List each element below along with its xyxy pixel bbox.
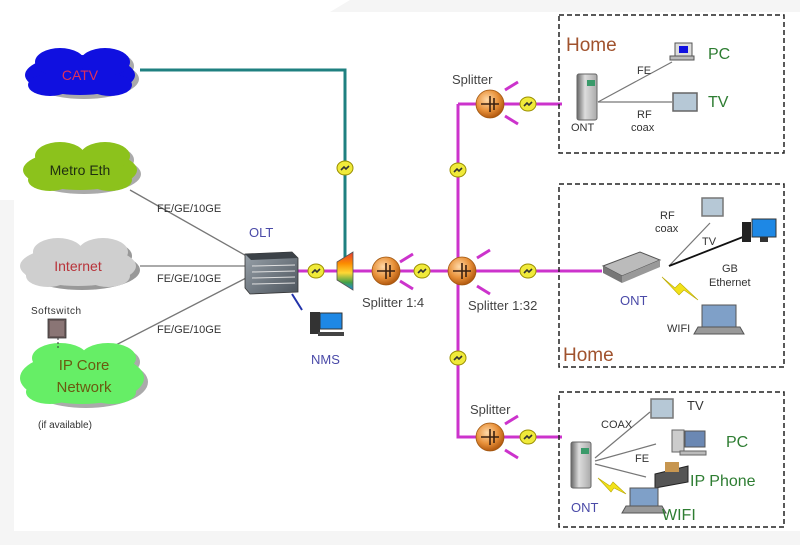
home-3-box xyxy=(558,391,785,528)
olt-chassis-icon xyxy=(244,251,299,295)
fiber-connector-icon xyxy=(519,263,537,279)
home-3-laptop-icon xyxy=(621,487,667,514)
internet-cloud: Internet xyxy=(20,238,140,290)
splitter-icon xyxy=(475,422,505,452)
softswitch-icon xyxy=(47,318,67,339)
home-3-pc-label: PC xyxy=(726,434,748,451)
home-3-coax-label: COAX xyxy=(601,419,633,431)
home-1-fe-label: FE xyxy=(637,65,651,77)
home-2-coax-label: coax xyxy=(655,223,679,235)
splitter-1-32-label: Splitter 1:32 xyxy=(468,298,537,313)
home-2-tv-label: TV xyxy=(702,236,717,248)
background-panel xyxy=(14,0,800,531)
wdm-combiner-icon xyxy=(336,251,354,291)
home-2-laptop-icon xyxy=(693,304,745,335)
splitter-bursts xyxy=(399,80,519,460)
ipcore-link-label: FE/GE/10GE xyxy=(157,324,221,336)
fiber-connector-icon xyxy=(307,263,325,279)
home-2-title: Home xyxy=(563,345,614,366)
fiber-connector-icon xyxy=(519,96,537,112)
fiber-connector-icon xyxy=(336,160,354,176)
nms-label: NMS xyxy=(311,352,340,367)
splitter-1-4-label: Splitter 1:4 xyxy=(362,295,424,310)
home-3-wifi-bolt-icon xyxy=(597,477,627,495)
home-2-pc-icon xyxy=(742,218,777,242)
ipcore-olt-link xyxy=(109,275,251,349)
home-3-ont-label: ONT xyxy=(571,500,599,515)
splitter-icon xyxy=(371,256,401,286)
home-1-pc-icon xyxy=(669,42,695,61)
splitter-bottom-label: Splitter xyxy=(470,402,511,417)
metro-label: Metro Eth xyxy=(50,162,111,178)
home-3-ip-phone-label: IP Phone xyxy=(690,473,756,490)
home-2-ont-label: ONT xyxy=(620,293,648,308)
fiber-connector-icon xyxy=(449,162,467,178)
home-3-ont-icon xyxy=(570,441,592,489)
fiber-connector-icon xyxy=(413,263,431,279)
internet-label: Internet xyxy=(54,258,102,274)
ipcore-label-1: IP Core xyxy=(59,357,110,374)
splitter-icon xyxy=(475,89,505,119)
home-1-box xyxy=(558,14,785,154)
softswitch-label: Softswitch xyxy=(31,306,82,317)
splitter-nodes xyxy=(371,89,505,452)
home-1-tv-icon xyxy=(672,92,698,112)
home-1-tv-label: TV xyxy=(708,94,729,111)
home-3-tv-label: TV xyxy=(687,398,704,413)
home-1-pc-label: PC xyxy=(708,46,730,63)
home-3-ip-phone-icon xyxy=(654,462,689,489)
olt-label: OLT xyxy=(249,225,273,240)
home-2-tv-icon xyxy=(701,197,724,217)
fiber-connectors xyxy=(307,96,537,445)
home-2-wifi-bolt-icon xyxy=(661,276,699,301)
ipcore-cloud: IP Core Network xyxy=(20,343,148,408)
splitter-top-label: Splitter xyxy=(452,72,493,87)
catv-link xyxy=(140,68,347,262)
home-3-pc-icon xyxy=(671,429,707,456)
home-2-ethernet-label: Ethernet xyxy=(709,277,751,289)
catv-label: CATV xyxy=(62,67,99,83)
nms-computer-icon xyxy=(310,312,344,336)
home-1-rf-label: RF xyxy=(637,109,652,121)
splitter-icon xyxy=(447,256,477,286)
home-1-ont-label: ONT xyxy=(571,122,595,134)
fiber-connector-icon xyxy=(519,429,537,445)
home-3-wifi-label: WIFI xyxy=(662,507,696,524)
metro-olt-link xyxy=(129,189,251,259)
home-3-fe-label: FE xyxy=(635,453,649,465)
fiber-connector-icon xyxy=(449,350,467,366)
home-2-rf-label: RF xyxy=(660,210,675,222)
home-3-tv-icon xyxy=(650,398,674,419)
home-2-wifi-label: WIFI xyxy=(667,323,690,335)
metro-cloud: Metro Eth xyxy=(23,142,141,194)
home-1-title: Home xyxy=(566,35,617,56)
if-available-label: (if available) xyxy=(38,420,92,431)
catv-cloud: CATV xyxy=(25,48,139,99)
home-2-ont-icon xyxy=(601,251,662,283)
home-2-gb-label: GB xyxy=(722,263,738,275)
internet-link-label: FE/GE/10GE xyxy=(157,273,221,285)
home-2-box xyxy=(558,183,785,368)
home-1-coax-label: coax xyxy=(631,122,655,134)
home-1-ont-icon xyxy=(576,73,598,121)
metro-link-label: FE/GE/10GE xyxy=(157,203,221,215)
ipcore-label-2: Network xyxy=(56,379,112,396)
